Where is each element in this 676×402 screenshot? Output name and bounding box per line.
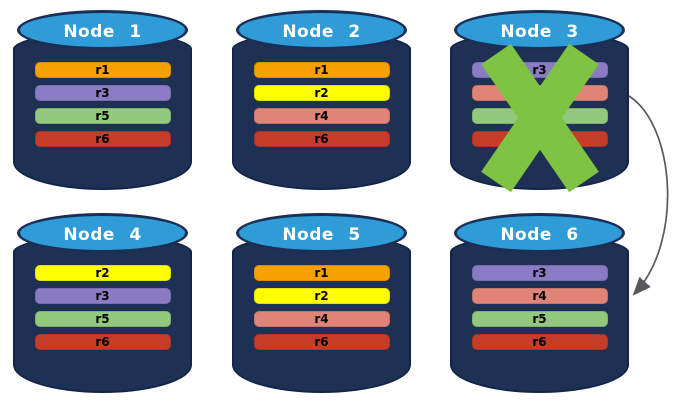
replica-bar: r2 — [34, 265, 171, 281]
replica-list: r3 r4 r5 r6 — [450, 265, 629, 357]
failure-x-icon — [481, 43, 599, 193]
replica-bar: r2 — [253, 288, 390, 304]
replica-bar: r1 — [253, 62, 390, 78]
cylinder-top — [17, 10, 188, 50]
replica-list: r1 r3 r5 r6 — [13, 62, 192, 154]
node-title: Node 5 — [282, 225, 361, 245]
replica-bar: r2 — [253, 85, 390, 101]
replica-bar: r5 — [34, 311, 171, 327]
node-title: Node 6 — [500, 225, 579, 245]
node-cylinder-6: Node 6 r3 r4 r5 r6 — [450, 211, 629, 393]
replica-list: r2 r3 r5 r6 — [13, 265, 192, 357]
replica-bar: r4 — [471, 288, 608, 304]
cylinder-top — [17, 213, 188, 253]
replica-bar: r5 — [471, 311, 608, 327]
replica-bar: r6 — [253, 334, 390, 350]
replica-bar: r1 — [34, 62, 171, 78]
replica-bar: r1 — [253, 265, 390, 281]
node-cylinder-5: Node 5 r1 r2 r4 r6 — [232, 211, 411, 393]
replica-bar: r4 — [253, 108, 390, 124]
replica-bar: r3 — [34, 288, 171, 304]
replica-bar: r6 — [471, 334, 608, 350]
replica-bar: r6 — [34, 334, 171, 350]
node-title: Node 4 — [63, 225, 142, 245]
node-cylinder-4: Node 4 r2 r3 r5 r6 — [13, 211, 192, 393]
cylinder-top — [454, 213, 625, 253]
cylinder-top — [236, 10, 407, 50]
replica-bar: r5 — [34, 108, 171, 124]
node-title: Node 3 — [500, 22, 579, 42]
node-title: Node 1 — [63, 22, 142, 42]
node-cylinder-3: Node 3 r3 r4 r5 r6 — [450, 8, 629, 193]
node-cylinder-2: Node 2 r1 r2 r4 r6 — [232, 8, 411, 190]
replica-bar: r3 — [34, 85, 171, 101]
replica-bar: r3 — [471, 265, 608, 281]
replica-bar: r6 — [34, 131, 171, 147]
cylinder-top — [236, 213, 407, 253]
replica-list: r1 r2 r4 r6 — [232, 62, 411, 154]
replica-list: r1 r2 r4 r6 — [232, 265, 411, 357]
replica-bar: r6 — [253, 131, 390, 147]
node-title: Node 2 — [282, 22, 361, 42]
replica-bar: r4 — [253, 311, 390, 327]
cylinder-top — [454, 10, 625, 50]
node-cylinder-1: Node 1 r1 r3 r5 r6 — [13, 8, 192, 190]
